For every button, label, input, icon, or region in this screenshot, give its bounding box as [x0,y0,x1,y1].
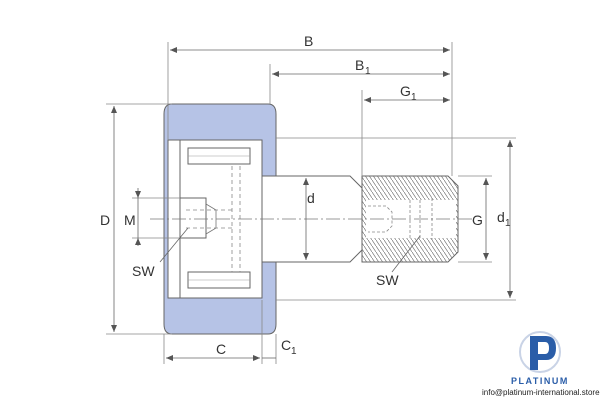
label-C1: C [281,337,291,353]
label-d1: d [497,209,505,225]
brand-name: PLATINUM [511,376,569,386]
dim-M-arrow-bottom [135,238,141,245]
label-C: C [216,341,226,357]
brand-website: info@platinum-international.store [482,388,600,397]
dimension-lines [111,47,513,361]
label-C1-sub: 1 [291,346,297,357]
extension-lines [106,42,516,364]
label-G: G [472,212,483,228]
label-B: B [304,33,313,49]
label-G1-sub: 1 [411,92,417,103]
label-d1-sub: 1 [505,218,511,229]
platinum-logo: PLATINUM [511,331,569,386]
dim-M-arrow-top [135,191,141,198]
sw-left-leader [159,227,189,263]
sw-right-leader [391,235,421,273]
label-M: M [124,212,136,228]
label-D: D [100,212,110,228]
label-SW-left: SW [132,263,155,279]
label-d: d [307,190,315,206]
label-G1: G [400,83,411,99]
label-B1-sub: 1 [365,66,371,77]
label-B1: B [355,57,364,73]
label-SW-right: SW [376,272,399,288]
